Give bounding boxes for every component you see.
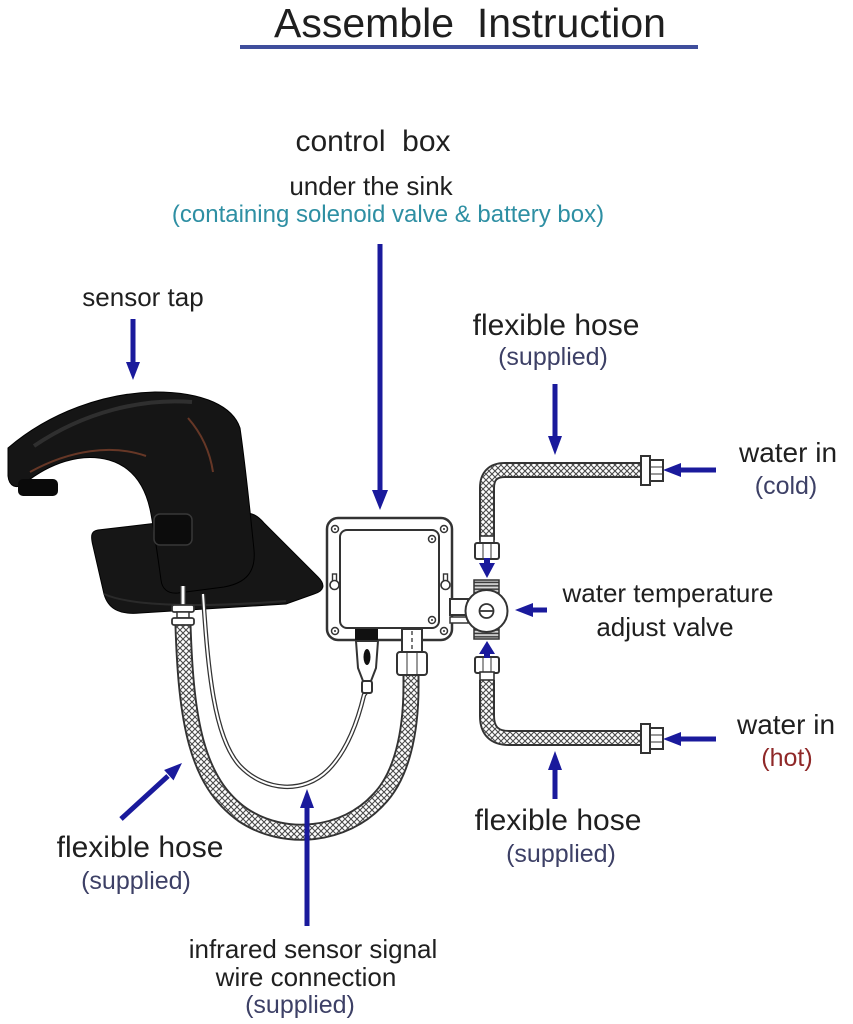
arrow-to-cold-hose (548, 384, 562, 455)
arrow-water-in-hot (663, 732, 716, 746)
arrow-to-hot-hose (548, 751, 562, 799)
control-box-sublabel: under the sink (289, 171, 453, 201)
sensor-window (153, 513, 193, 546)
arrow-to-valve-label (515, 603, 547, 617)
arrow-hot-to-valve (479, 641, 495, 658)
arrow-to-left-hose (119, 763, 182, 821)
infrared-wire-label-line3: (supplied) (245, 991, 355, 1019)
control-box-figure (325, 516, 469, 694)
control-box-label: control box (295, 125, 451, 158)
water-temp-valve-figure (464, 579, 509, 640)
flexible-hose-faucet-figure (171, 586, 420, 841)
sensor-tap-figure (7, 391, 324, 614)
water-in-cold-label: water in (738, 437, 838, 468)
control-box-note: (containing solenoid valve & battery box… (171, 201, 605, 228)
flexible-hose-top-sublabel: (supplied) (498, 343, 608, 371)
title-underline (240, 45, 698, 49)
flexible-hose-right-sublabel: (supplied) (506, 840, 616, 868)
arrow-water-in-cold (663, 463, 716, 477)
arrow-cold-to-valve (479, 558, 495, 578)
infrared-wire-label-line2: wire connection (215, 962, 397, 992)
water-in-hot-sublabel: (hot) (761, 744, 813, 772)
sensor-tap-label: sensor tap (82, 282, 204, 312)
infrared-wire-label-line1: infrared sensor signal (188, 934, 438, 964)
flexible-hose-right-label: flexible hose (474, 804, 642, 837)
flexible-hose-left-sublabel: (supplied) (81, 867, 191, 895)
flexible-hose-cold-figure (474, 455, 664, 560)
flexible-hose-hot-figure (474, 656, 664, 754)
flexible-hose-left-label: flexible hose (56, 831, 224, 864)
flexible-hose-top-label: flexible hose (472, 309, 640, 342)
arrow-to-control-box (372, 244, 388, 510)
arrow-to-infrared-wire (300, 789, 314, 926)
page-title: Assemble Instruction (274, 0, 666, 46)
sensor-plug-collar (355, 629, 378, 641)
water-temp-valve-label-line2: adjust valve (596, 612, 734, 642)
arrow-to-sensor-tap (126, 319, 140, 380)
water-in-cold-sublabel: (cold) (754, 472, 818, 500)
infrared-wire-figure (200, 593, 369, 790)
water-in-hot-label: water in (736, 709, 836, 740)
water-temp-valve-label-line1: water temperature (562, 578, 774, 608)
